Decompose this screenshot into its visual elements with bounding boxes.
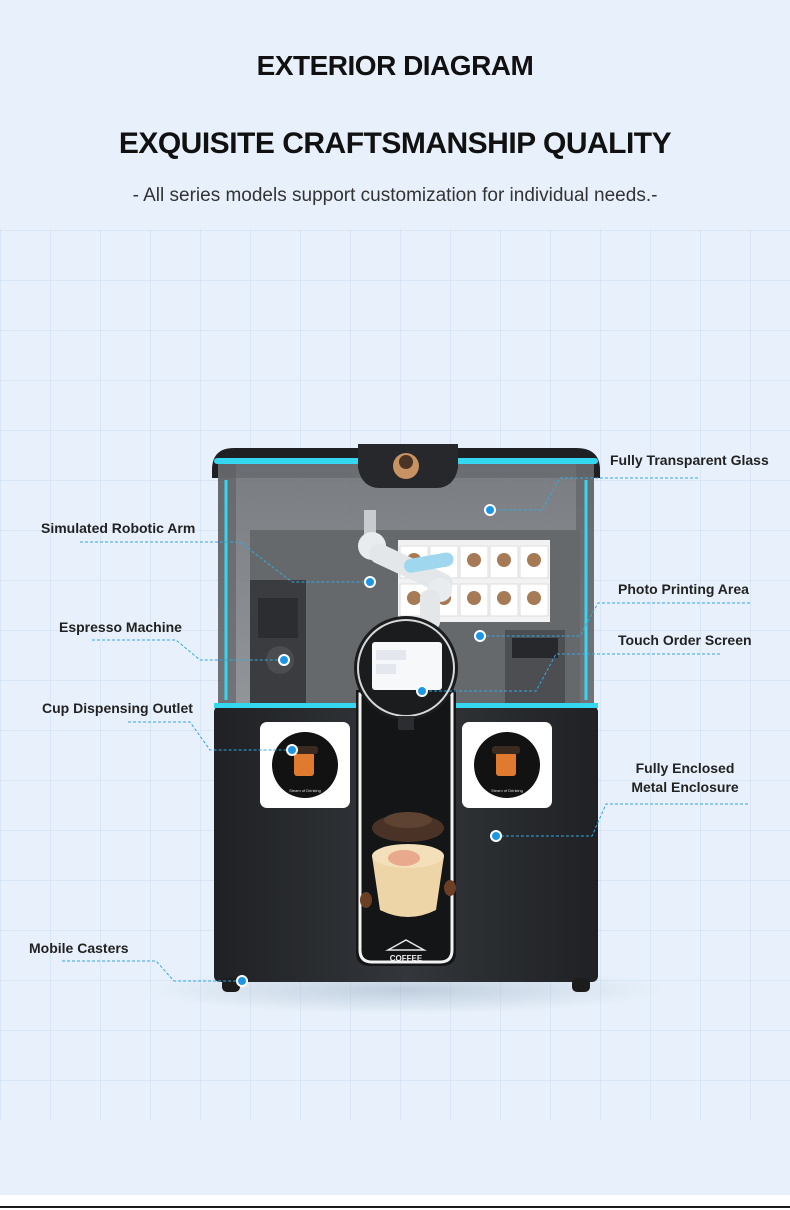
leader-cup-outlet bbox=[128, 721, 292, 751]
dot-robotic-arm bbox=[364, 576, 376, 588]
dot-glass bbox=[484, 504, 496, 516]
dot-espresso bbox=[278, 654, 290, 666]
label-metal-enclosure: Metal Enclosure bbox=[631, 779, 739, 795]
dot-casters bbox=[236, 975, 248, 987]
label-simulated-robotic-arm: Simulated Robotic Arm bbox=[41, 520, 196, 536]
caster-right bbox=[572, 978, 590, 992]
cup-graphic bbox=[360, 812, 456, 917]
label-touch-order-screen: Touch Order Screen bbox=[618, 632, 752, 648]
leader-espresso bbox=[92, 639, 284, 661]
page-subtitle: - All series models support customizatio… bbox=[132, 185, 658, 206]
page-title: EXTERIOR DIAGRAM bbox=[256, 50, 534, 81]
right-panel-caption: Steam of Drinking bbox=[491, 788, 523, 793]
bottom-divider bbox=[0, 1206, 790, 1208]
page-headline: EXQUISITE CRAFTSMANSHIP QUALITY bbox=[118, 127, 672, 160]
dot-cup-outlet bbox=[286, 744, 298, 756]
dot-touch-screen bbox=[416, 685, 428, 697]
label-photo-printing-area: Photo Printing Area bbox=[618, 581, 749, 597]
label-mobile-casters: Mobile Casters bbox=[29, 940, 129, 956]
label-fully-transparent-glass: Fully Transparent Glass bbox=[610, 452, 769, 468]
leader-photo bbox=[480, 602, 750, 637]
leader-touch-screen bbox=[422, 653, 720, 692]
leader-enclosure bbox=[496, 803, 748, 837]
dot-enclosure bbox=[490, 830, 502, 842]
leader-glass bbox=[490, 477, 698, 511]
dot-photo bbox=[474, 630, 486, 642]
label-fully-enclosed: Fully Enclosed bbox=[635, 760, 735, 776]
label-cup-dispensing-outlet: Cup Dispensing Outlet bbox=[42, 700, 193, 716]
leader-robotic-arm bbox=[80, 541, 370, 583]
label-espresso-machine: Espresso Machine bbox=[59, 619, 182, 635]
leader-casters bbox=[62, 960, 242, 982]
left-panel-caption: Steam of Drinking bbox=[289, 788, 321, 793]
front-panel-logo: COFFEE bbox=[390, 954, 423, 963]
